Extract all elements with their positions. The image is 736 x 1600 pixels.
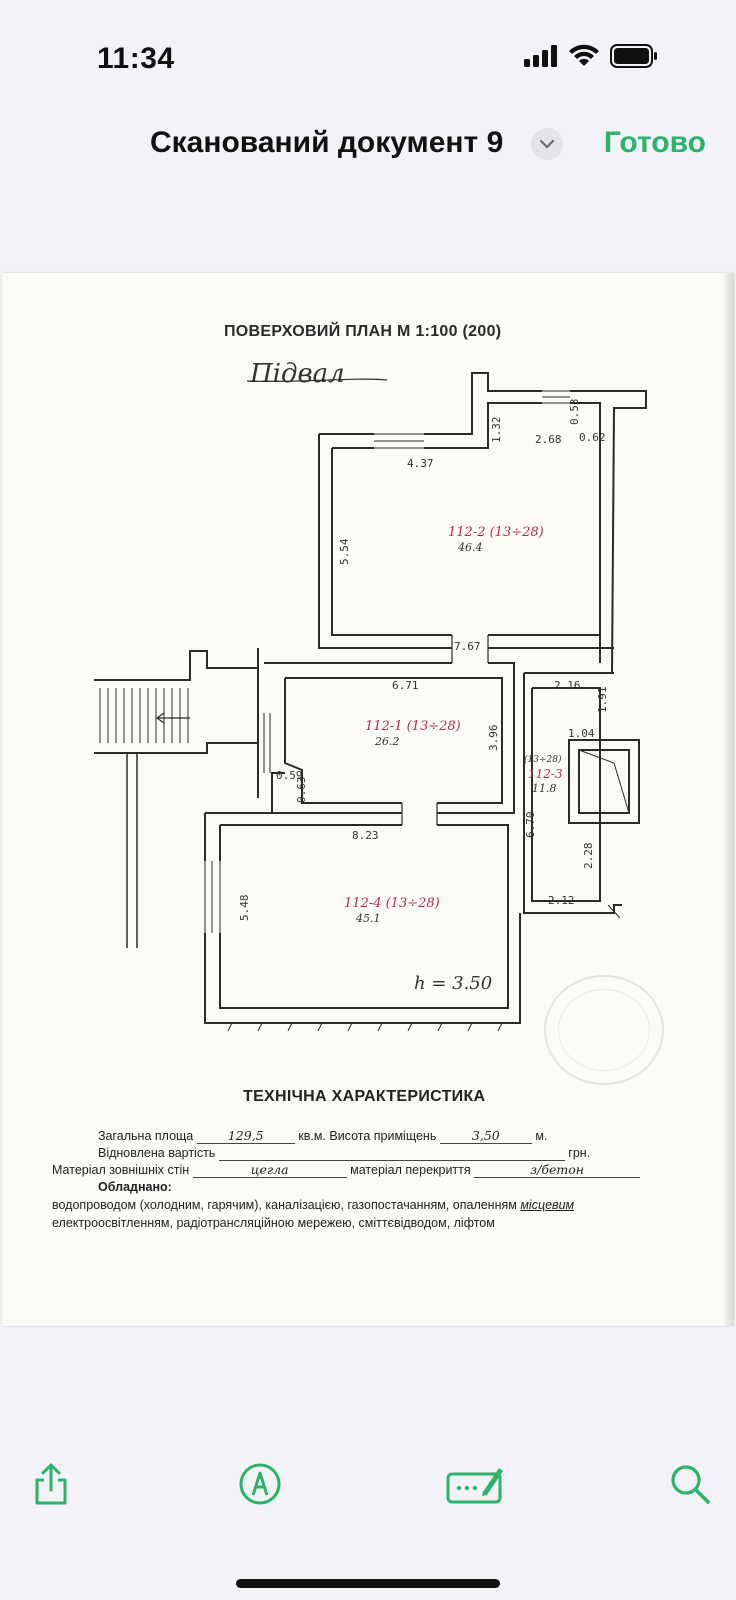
dim-label: 6.70: [524, 811, 537, 839]
ceiling-label: матеріал перекриття: [350, 1163, 471, 1177]
home-indicator[interactable]: [236, 1579, 500, 1588]
dim-label: 2.16: [554, 679, 581, 692]
dim-label: 6.71: [392, 679, 419, 692]
scanned-page: ПОВЕРХОВИЙ ПЛАН М 1:100 (200) Підвал: [2, 273, 734, 1326]
dim-label: 0.53: [568, 398, 581, 426]
document-title[interactable]: Сканований документ 9: [150, 126, 504, 159]
floor-plan-drawing: [94, 372, 647, 1032]
share-button[interactable]: [27, 1460, 75, 1508]
signal-icon: [524, 45, 557, 67]
tech-row-materials: Матеріал зовнішніх стін цегла матеріал п…: [52, 1162, 641, 1178]
plan-title: ПОВЕРХОВИЙ ПЛАН М 1:100 (200): [224, 323, 502, 340]
share-icon: [35, 1463, 67, 1505]
dim-label: 2.68: [535, 433, 562, 446]
markup-icon: [239, 1463, 281, 1505]
dim-label: 0.62: [579, 431, 606, 444]
walls-value: цегла: [192, 1162, 347, 1178]
dim-label: 3.96: [487, 724, 500, 752]
ceiling-value: з/бетон: [474, 1162, 641, 1178]
faded-stamp: [544, 975, 664, 1085]
heating-value: місцевим: [520, 1198, 575, 1212]
title-menu-button[interactable]: [531, 128, 563, 160]
equipment-line-2: електроосвітленням, радіотрансляційною м…: [52, 1216, 495, 1230]
status-time: 11:34: [97, 42, 175, 75]
room-note: (13÷28): [524, 755, 562, 765]
restored-cost-value: [218, 1145, 565, 1161]
restored-cost-label: Відновлена вартість: [98, 1146, 216, 1160]
dim-label: 8.23: [352, 829, 379, 842]
wifi-icon: [569, 44, 599, 66]
search-button[interactable]: [666, 1460, 714, 1508]
room-height-label: h = 3.50: [414, 973, 493, 994]
signature-icon: [446, 1468, 503, 1504]
area-unit-label: кв.м. Висота приміщень: [298, 1129, 437, 1143]
floor-name: Підвал: [250, 359, 345, 389]
dim-label: 5.48: [238, 894, 251, 922]
tech-row-cost: Відновлена вартість грн.: [98, 1145, 590, 1161]
total-area-label: Загальна площа: [98, 1129, 194, 1143]
walls-label: Матеріал зовнішніх стін: [52, 1163, 190, 1177]
tech-row-equipment-1: водопроводом (холодним, гарячим), каналі…: [52, 1198, 574, 1212]
page-edge-shadow: [724, 273, 734, 1326]
status-bar: 11:34: [0, 0, 736, 110]
dim-label: 2.28: [582, 842, 595, 870]
room-code: 112-4 (13÷28): [344, 896, 440, 911]
room-area: 46.4: [458, 541, 483, 554]
height-value: 3,50: [439, 1128, 532, 1144]
tech-title: ТЕХНІЧНА ХАРАКТЕРИСТИКА: [243, 1088, 486, 1105]
equipped-label: Обладнано:: [98, 1180, 172, 1194]
room-area: 45.1: [356, 912, 381, 925]
currency-label: грн.: [568, 1146, 591, 1160]
total-area-value: 129,5: [196, 1128, 295, 1144]
done-button[interactable]: Готово: [603, 126, 706, 159]
bottom-toolbar: [0, 1460, 736, 1540]
equipment-line-1: водопроводом (холодним, гарячим), каналі…: [52, 1198, 517, 1212]
room-code: 112-2 (13÷28): [448, 525, 544, 540]
search-icon: [671, 1465, 710, 1504]
tech-row-equipment-2: електроосвітленням, радіотрансляційною м…: [52, 1216, 495, 1230]
dim-label: 1.04: [568, 727, 595, 740]
tech-row-area: Загальна площа 129,5 кв.м. Висота приміщ…: [98, 1128, 547, 1144]
dim-label: 5.54: [338, 538, 351, 566]
markup-button[interactable]: [236, 1460, 284, 1508]
status-icons: [524, 44, 658, 68]
dim-label: 4.37: [407, 457, 434, 470]
battery-icon: [610, 44, 657, 68]
height-unit: м.: [535, 1129, 548, 1143]
dim-label: 1.32: [490, 416, 503, 444]
dim-label: 1.91: [596, 686, 609, 714]
dim-label: 0.63: [295, 776, 308, 804]
dim-label: 2.12: [548, 894, 575, 907]
dim-label: 7.67: [454, 640, 481, 653]
tech-row-equipped: Обладнано:: [98, 1180, 172, 1194]
dim-label: 0.59: [276, 769, 303, 782]
room-area: 26.2: [375, 735, 400, 748]
room-code: 112-3: [528, 767, 563, 781]
chevron-down-icon: [539, 139, 555, 149]
room-area: 11.8: [532, 782, 557, 795]
document-header: Сканований документ 9 Готово: [0, 120, 736, 180]
room-code: 112-1 (13÷28): [365, 719, 461, 734]
signature-button[interactable]: [445, 1460, 505, 1508]
